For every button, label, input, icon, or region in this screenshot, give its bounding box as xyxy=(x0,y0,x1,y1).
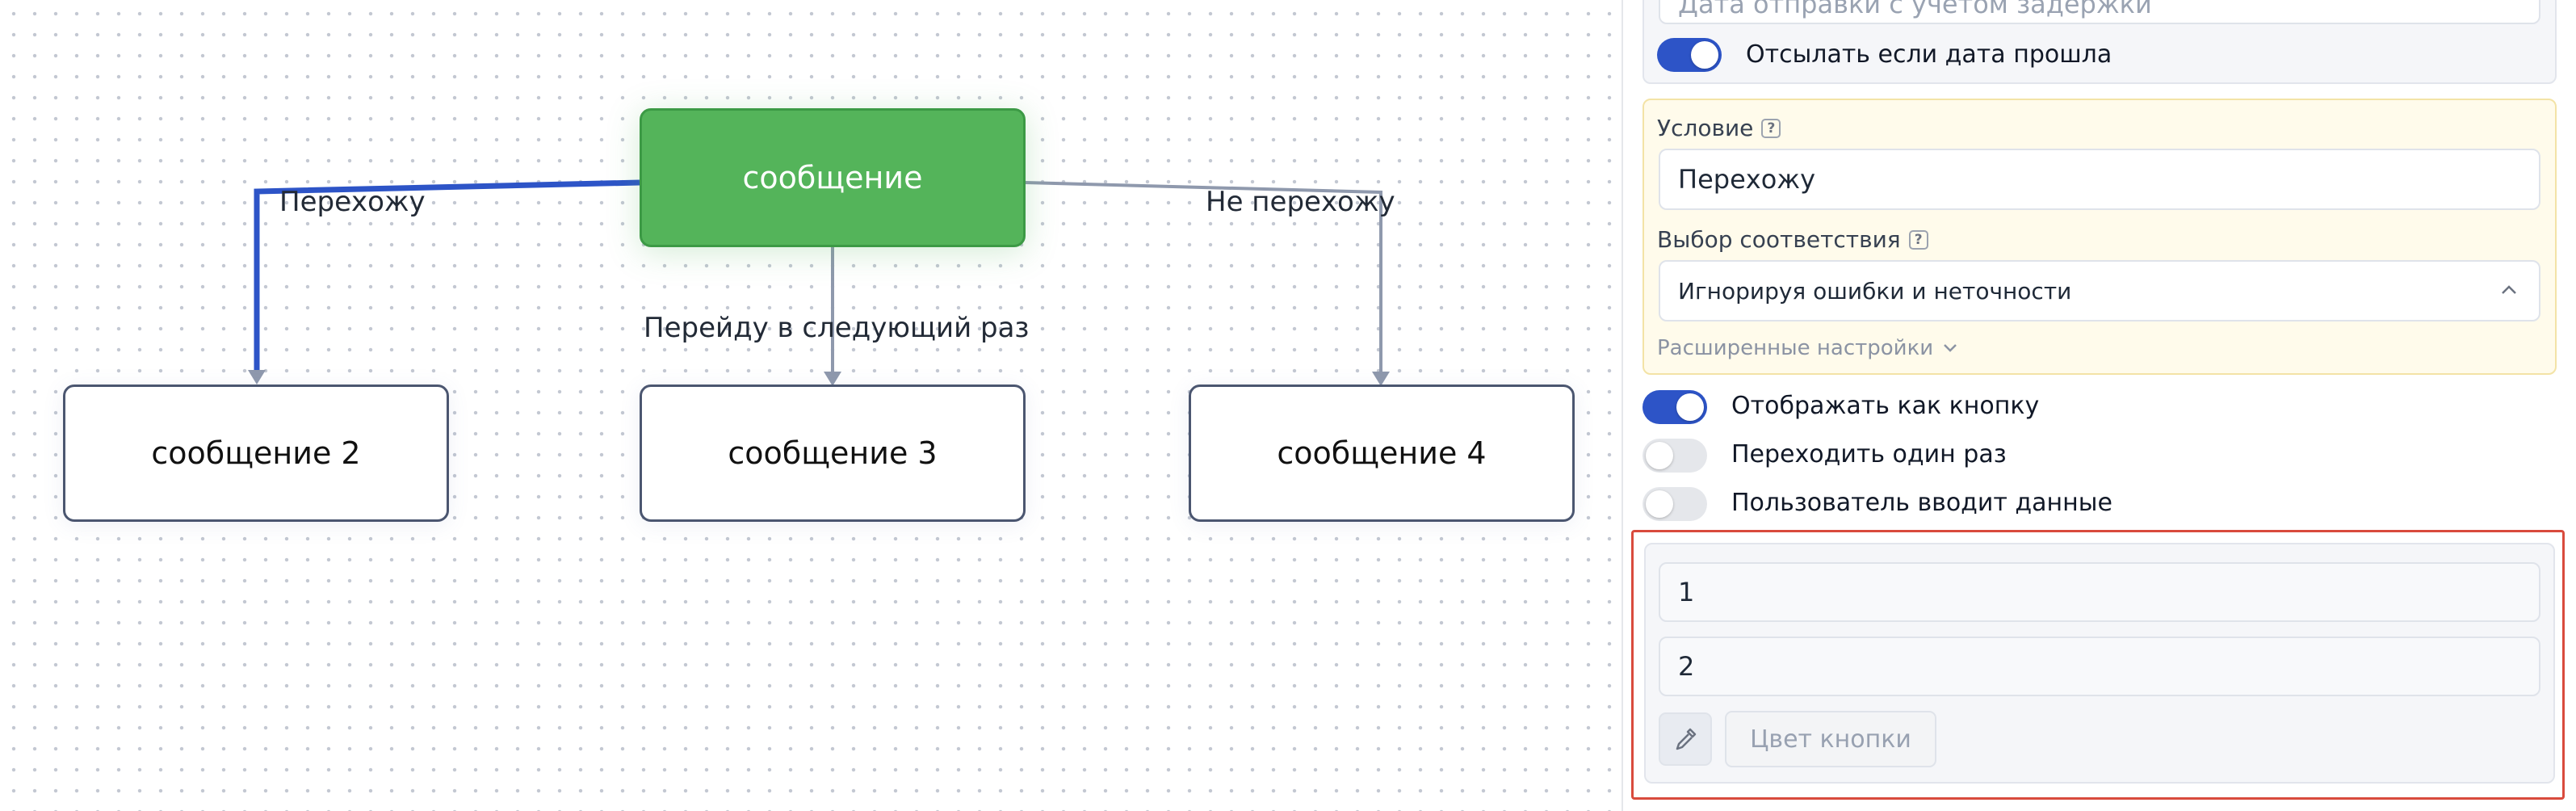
go-once-toggle[interactable] xyxy=(1643,439,1707,473)
help-icon[interactable]: ? xyxy=(1908,229,1928,250)
send-if-past-toggle[interactable] xyxy=(1657,38,1722,72)
highlight-frame xyxy=(1631,530,2565,800)
condition-box xyxy=(1643,99,2557,375)
flow-canvas[interactable]: Перехожу Перейду в следующий раз Не пере… xyxy=(0,0,1622,811)
show-as-button-label: Отображать как кнопку xyxy=(1731,392,2040,420)
user-input-toggle[interactable] xyxy=(1643,487,1707,521)
edge-to-message-2[interactable] xyxy=(254,179,640,376)
edge-label-left[interactable]: Перехожу xyxy=(279,186,426,218)
toggle-knob xyxy=(1646,490,1673,518)
chevron-up-icon xyxy=(2502,285,2516,294)
button-text-value-1: 1 xyxy=(1678,577,1695,607)
match-select[interactable]: Игнорируя ошибки и неточности xyxy=(1659,260,2540,321)
toggle-knob xyxy=(1646,442,1673,469)
edge-arrow-message-3 xyxy=(824,372,841,386)
condition-label: Условие ? xyxy=(1657,115,1781,141)
edge-label-middle[interactable]: Перейду в следующий раз xyxy=(644,312,1030,344)
edge-label-right[interactable]: Не перехожу xyxy=(1206,186,1395,218)
button-text-value-2: 2 xyxy=(1678,651,1695,682)
toggle-knob xyxy=(1691,41,1718,69)
edges-layer xyxy=(248,179,1390,386)
condition-label-text: Условие xyxy=(1657,115,1754,141)
node-message[interactable]: сообщение xyxy=(640,108,1026,247)
color-picker-button[interactable] xyxy=(1659,712,1712,766)
node-message-2[interactable]: сообщение 2 xyxy=(63,384,449,522)
node-message-4[interactable]: сообщение 4 xyxy=(1189,384,1575,522)
pipette-icon xyxy=(1676,728,1697,750)
send-date-field[interactable]: Дата отправки с учетом задержки xyxy=(1659,0,2540,24)
node-message-3[interactable]: сообщение 3 xyxy=(640,384,1026,522)
go-once-label: Переходить один раз xyxy=(1731,440,2007,469)
advanced-settings-label: Расширенные настройки xyxy=(1657,336,1934,360)
toggle-knob xyxy=(1676,393,1704,421)
send-if-past-label: Отсылать если дата прошла xyxy=(1746,40,2112,69)
help-icon[interactable]: ? xyxy=(1761,118,1781,138)
button-color-button[interactable]: Цвет кнопки xyxy=(1725,711,1936,767)
button-text-input-1[interactable]: 1 xyxy=(1659,562,2540,622)
match-label: Выбор соответствия ? xyxy=(1657,226,1928,253)
edge-arrow-message-2 xyxy=(248,370,266,384)
user-input-label: Пользователь вводит данные xyxy=(1731,489,2112,517)
edge-arrow-message-4 xyxy=(1372,372,1390,386)
advanced-settings-toggle[interactable]: Расширенные настройки xyxy=(1657,336,1957,360)
condition-input[interactable]: Перехожу xyxy=(1659,149,2540,210)
chevron-down-icon xyxy=(1944,344,1957,352)
button-text-input-2[interactable]: 2 xyxy=(1659,637,2540,696)
condition-value: Перехожу xyxy=(1678,164,1816,195)
edge-to-message-4[interactable] xyxy=(1025,181,1382,378)
match-value: Игнорируя ошибки и неточности xyxy=(1678,277,2072,305)
show-as-button-toggle[interactable] xyxy=(1643,390,1707,424)
match-label-text: Выбор соответствия xyxy=(1657,226,1901,253)
send-date-placeholder: Дата отправки с учетом задержки xyxy=(1678,0,2152,19)
